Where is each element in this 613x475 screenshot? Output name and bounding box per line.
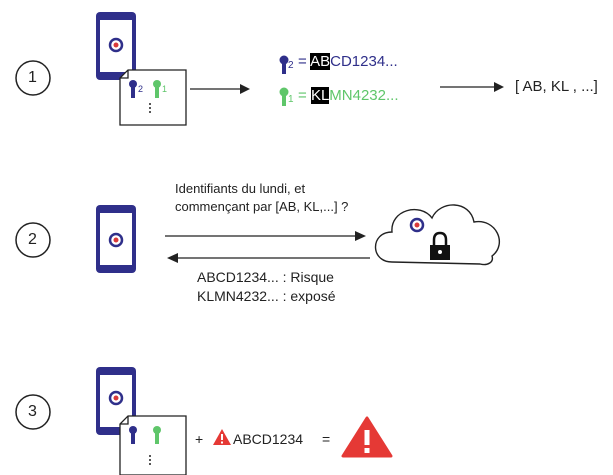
id-line-2: = KLMN4232...: [298, 87, 399, 104]
step3-id: ABCD1234: [233, 431, 304, 447]
id2-equals: =: [298, 87, 307, 104]
id-line-1: = ABCD1234...: [298, 53, 398, 70]
step3-navy-key-icon: [129, 426, 137, 444]
step-1-circle: [15, 60, 51, 96]
response-arrow: [167, 253, 370, 263]
request-arrow: [165, 231, 366, 241]
id1-rest: CD1234...: [330, 53, 398, 70]
step-2-circle: [15, 222, 51, 258]
step1-green-key-icon: [153, 80, 161, 98]
big-warning-icon: [341, 416, 393, 458]
request-label-line2: commençant par [AB, KL,...] ?: [175, 199, 349, 214]
step-1-number: 1: [28, 69, 37, 86]
step1-doc-dots: [149, 103, 151, 113]
id1-highlight: AB: [310, 53, 331, 70]
small-warning-icon: [213, 429, 231, 445]
prefix-list-result: [ AB, KL , ...]: [515, 78, 598, 95]
step2-phone-icon: [96, 205, 136, 273]
id2-highlight: KL: [310, 87, 330, 104]
step1-key2-subscript: 2: [138, 84, 144, 94]
step1-navy-key-icon: [129, 80, 137, 98]
step1-phone-icon: [96, 12, 136, 80]
id2-green-key-icon: [279, 87, 289, 106]
response-label-line2: KLMN4232... : exposé: [197, 288, 336, 304]
step3-doc-dots: [149, 455, 151, 465]
step3-document-icon: [119, 415, 187, 475]
step1-key1-subscript: 1: [162, 84, 168, 94]
response-label-line1: ABCD1234... : Risque: [197, 269, 334, 285]
step3-equals: =: [322, 431, 331, 447]
step3-green-key-icon: [153, 426, 161, 444]
step3-plus: +: [195, 431, 204, 447]
step1-document-icon: [119, 69, 187, 126]
step-2-number: 2: [28, 231, 37, 248]
step1-arrow-to-result: [440, 82, 504, 92]
step1-arrow-to-ids: [190, 84, 250, 94]
lock-icon: [430, 231, 450, 260]
step-3-number: 3: [28, 403, 37, 420]
id2-key-subscript: 1: [288, 94, 294, 105]
id1-navy-key-icon: [279, 55, 289, 74]
id2-rest: MN4232...: [329, 87, 399, 104]
step-3-circle: [15, 394, 51, 430]
request-label-line1: Identifiants du lundi, et: [175, 181, 306, 196]
id1-key-subscript: 2: [288, 60, 294, 71]
id1-equals: =: [298, 53, 307, 70]
